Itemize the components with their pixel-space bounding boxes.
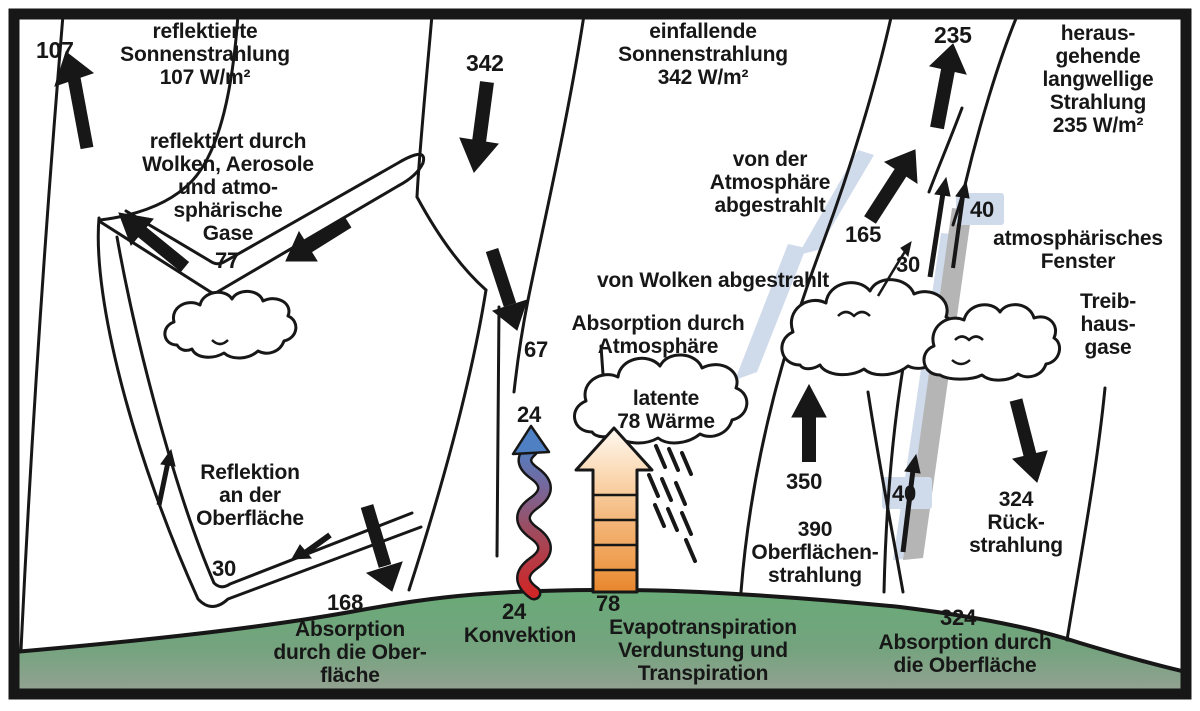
cloud-icon-right-a: [780, 278, 958, 377]
label-greenhouse-gases: Treib- haus- gase: [1080, 290, 1136, 360]
value-77: 77: [215, 248, 240, 273]
label-evapotranspiration: Evapotranspiration Verdunstung und Trans…: [609, 616, 797, 686]
channel-235-right: [951, 14, 1019, 227]
channel-incoming-lower-left: [407, 288, 488, 592]
arrow-235-up: [928, 43, 967, 130]
evapotranspiration-arrow: [574, 426, 654, 594]
channel-incoming-notch: [415, 195, 488, 292]
label-cloud-emitted: von Wolken abgestrahlt: [596, 269, 830, 292]
value-67: 67: [524, 337, 549, 362]
label-back-radiation: 324 Rück- strahlung: [969, 488, 1063, 558]
arrow-window-mid: [900, 453, 921, 553]
channel-incoming-left: [415, 13, 434, 199]
arrow-cloud-30: [876, 240, 912, 297]
channel-surface-radiation-right: [882, 366, 905, 594]
label-ground-absorption: Absorption durch die Oberfläche: [878, 631, 1052, 678]
label-surface-reflection: Reflektion an der Oberfläche: [196, 461, 304, 531]
channel-backradiation-left: [1065, 386, 1107, 642]
cloud-icon-latent: [573, 353, 749, 445]
label-surface-radiation: 390 Oberflächen- strahlung: [751, 518, 879, 588]
label-atmosphere-emitted: von der Atmosphäre abgestrahlt: [709, 148, 831, 218]
label-outgoing-longwave: heraus- gehende langwellige Strahlung 23…: [1042, 22, 1154, 138]
cloud-squiggles: [211, 310, 984, 366]
label-convection: Konvektion: [463, 624, 577, 647]
label-incoming-solar: einfallende Sonnenstrahlung 342 W/m²: [618, 20, 788, 90]
label-latent-heat: latente 78 Wärme: [617, 387, 715, 434]
thin-arrows: [156, 176, 970, 560]
value-107-top: 107: [36, 37, 74, 63]
arrow-165-up: [864, 149, 918, 224]
flow-arrows: [54, 43, 1048, 592]
surface-reflection-inner: [115, 235, 414, 589]
channel-left-outer: [19, 13, 65, 652]
value-350: 350: [786, 469, 823, 494]
arrow-window-top-a: [927, 176, 951, 278]
cloud-icon-right-b: [922, 303, 1062, 382]
value-30-cloud: 30: [896, 252, 921, 277]
value-235: 235: [934, 22, 972, 48]
label-absorption-atmosphere: Absorption durch Atmosphäre: [571, 312, 745, 359]
value-40-mid: 40: [892, 481, 917, 506]
flow-channels: [19, 11, 1107, 652]
arrow-67-down: [485, 247, 528, 331]
divider-235-window: [927, 106, 964, 194]
rain-icon: [647, 444, 697, 563]
arrow-168-down: [360, 504, 403, 592]
label-reflected-by: reflektiert durch Wolken, Aerosole und a…: [142, 130, 314, 246]
arrow-window-top-b: [951, 180, 970, 269]
arrow-350-up: [791, 383, 827, 462]
channel-107-right: [98, 13, 240, 222]
atmosphere-emission-ribbon-low: [735, 244, 806, 380]
arrow-surface-reflect-down: [291, 532, 332, 560]
value-324-ground: 324: [940, 605, 977, 630]
value-24-arrow: 24: [517, 402, 542, 427]
surface-reflection-outer: [96, 216, 423, 608]
highlight-40-mid: [882, 477, 932, 509]
value-342: 342: [466, 50, 504, 76]
diagram-frame: [8, 8, 1192, 700]
arrow-vee-left: [118, 212, 190, 273]
label-atmospheric-window: atmosphärisches Fenster: [993, 227, 1163, 274]
highlight-40-top: [956, 193, 1004, 225]
channel-incoming-lower-right: [495, 305, 501, 558]
clouds: [163, 278, 1062, 445]
arrow-324-down: [1009, 398, 1048, 483]
label-reflected-solar: reflektierte Sonnenstrahlung 107 W/m²: [120, 20, 290, 90]
arrow-342-down: [459, 81, 499, 173]
value-165: 165: [845, 222, 882, 247]
arrow-surface-reflect-up: [156, 448, 176, 506]
value-30-surface: 30: [212, 556, 237, 581]
arrow-vee-right: [285, 216, 352, 262]
value-24-ground: 24: [502, 599, 527, 624]
arrow-107-up: [54, 51, 95, 150]
value-78-ground: 78: [596, 591, 621, 616]
ground-surface: [12, 587, 1188, 696]
window-wedge-line: [866, 390, 905, 594]
convection-arrow: [511, 424, 552, 601]
channel-surface-radiation-left: [739, 11, 894, 594]
label-surface-absorption: Absorption durch die Ober- fläche: [273, 618, 427, 688]
value-168: 168: [327, 590, 364, 615]
value-40-top: 40: [970, 197, 995, 222]
cloud-icon-left: [163, 289, 298, 360]
channel-incoming-right: [512, 13, 586, 394]
